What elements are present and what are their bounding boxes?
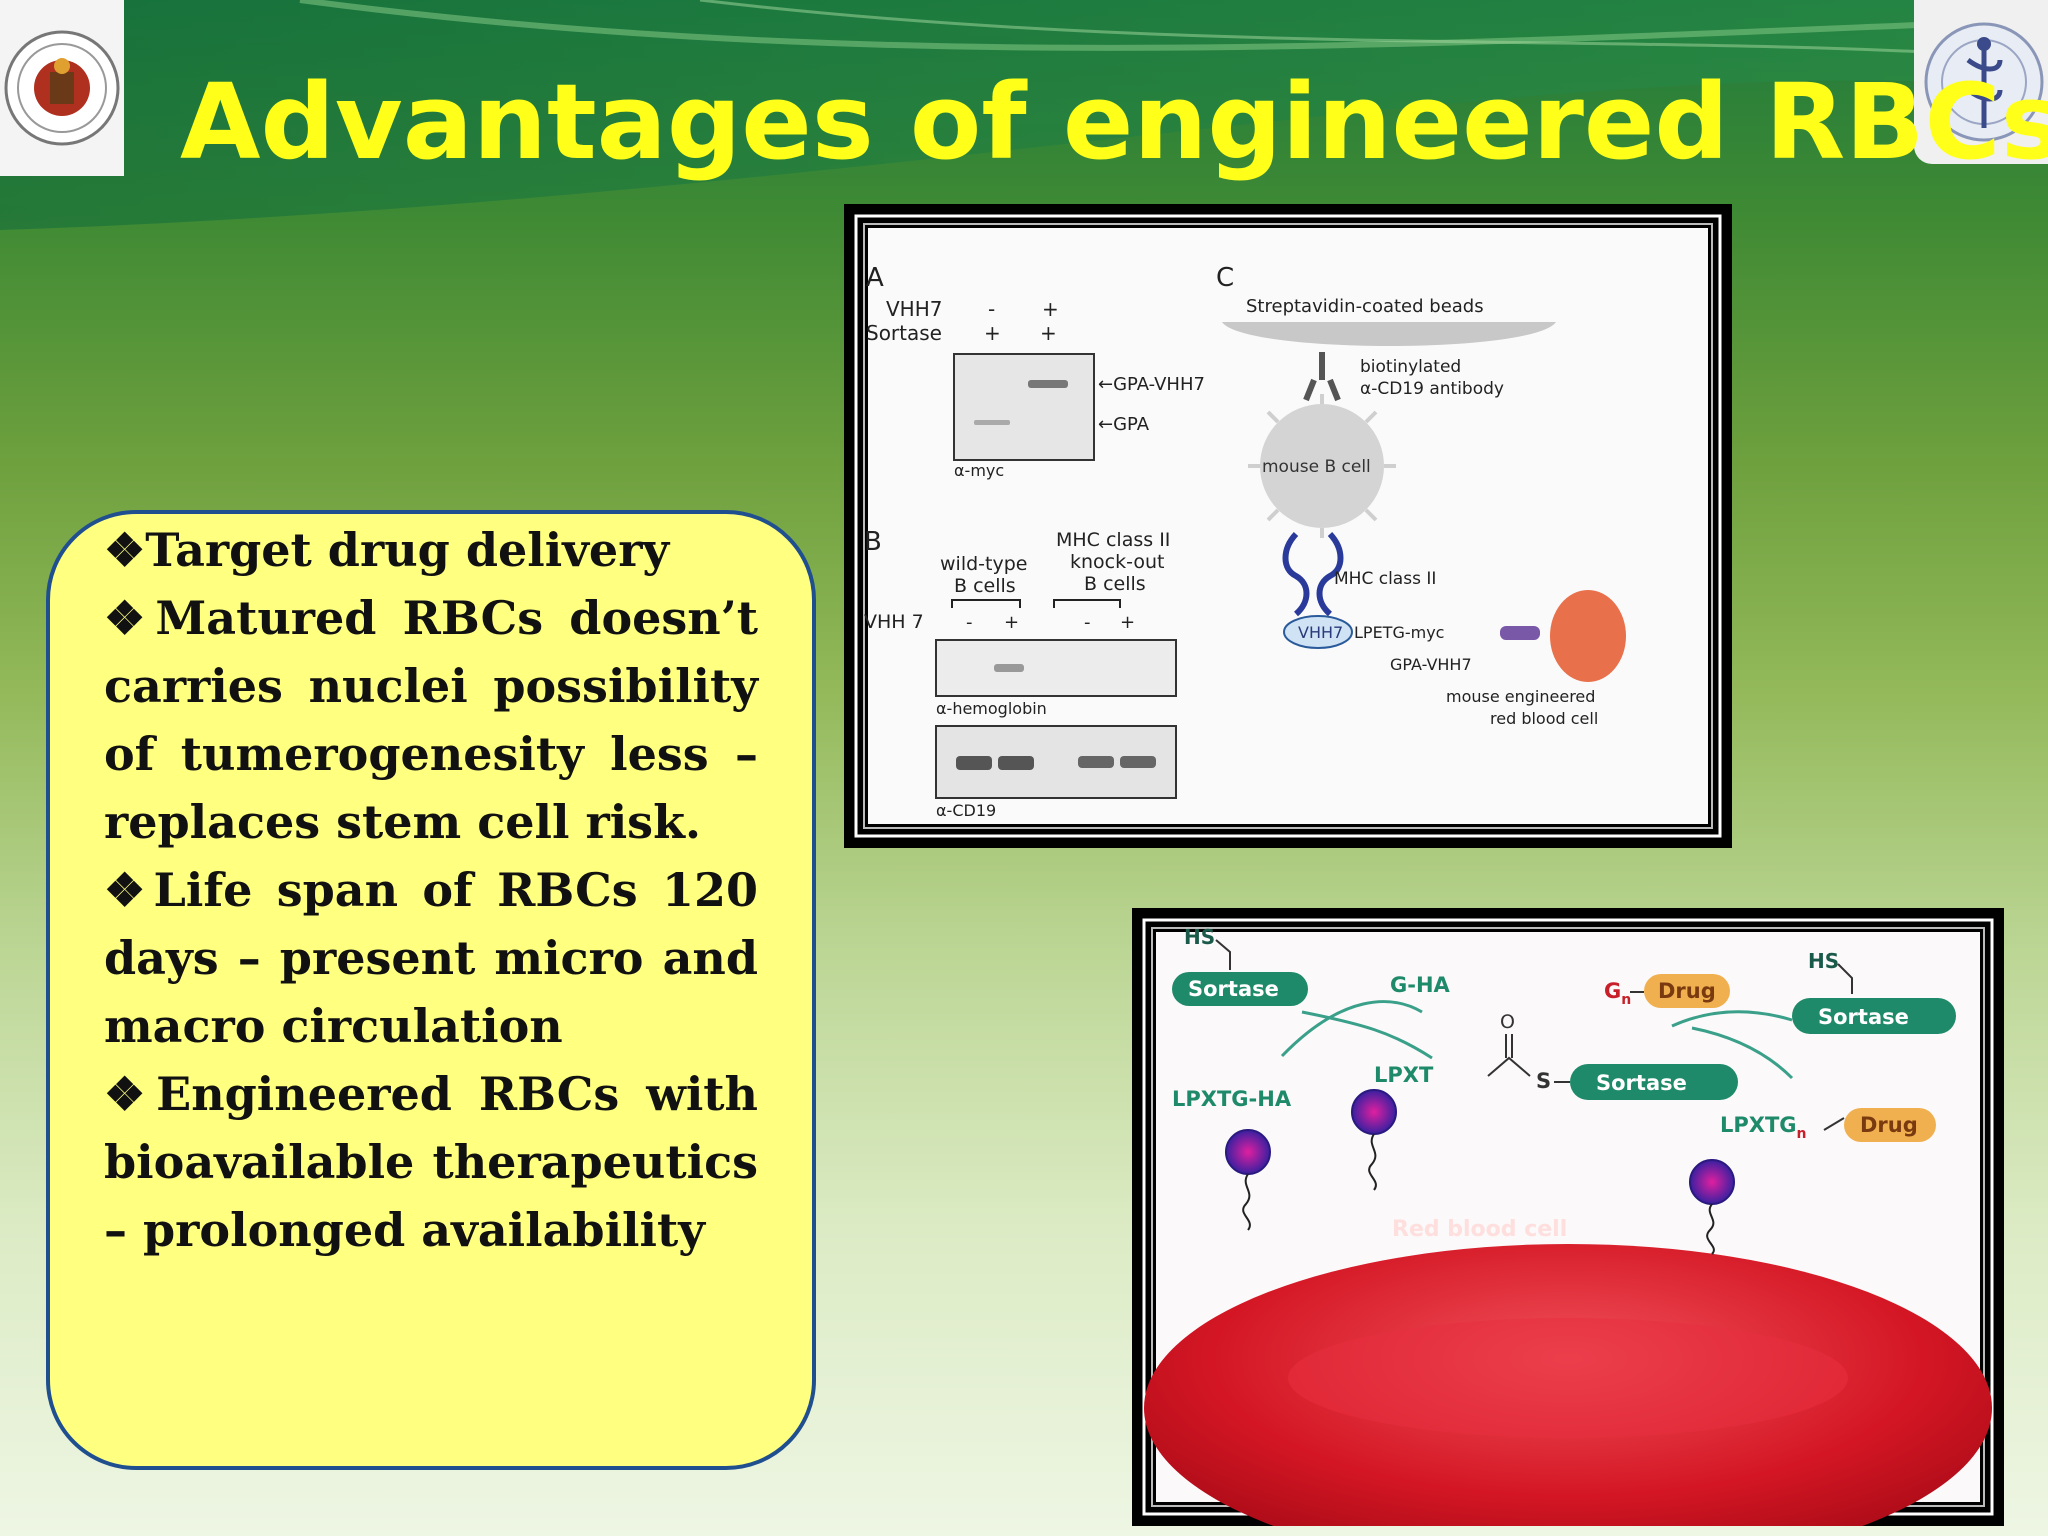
lpxt-label: LPXT	[1374, 1063, 1434, 1087]
group-ko-2: knock-out	[1070, 551, 1164, 573]
bullet-box	[46, 510, 816, 1470]
anchor-protein-icon	[1225, 1129, 1271, 1175]
panel-c-label: C	[1216, 263, 1234, 293]
lpxtg-ha-label: LPXTG-HA	[1172, 1087, 1292, 1111]
group-ko-3: B cells	[1084, 573, 1146, 595]
western-blot-a	[953, 353, 1095, 461]
bullet-item: ❖Life span of RBCs 120 days – present mi…	[104, 863, 758, 1053]
arrow-icon	[1671, 1010, 1793, 1028]
figure-bottom: Red blood cell HS Sortase G-HA Gn Drug H…	[1132, 908, 2004, 1536]
band-label-gpa: ←GPA	[1098, 414, 1150, 435]
sign-mark: -	[1084, 612, 1091, 633]
blot-band	[974, 420, 1010, 425]
antibody-label-1: biotinylated	[1360, 357, 1461, 377]
sign-mark: +	[984, 321, 1001, 345]
bullet-item: ❖Engineered RBCs with bioavailable thera…	[104, 1067, 758, 1257]
hs-left-label: HS	[1184, 925, 1215, 949]
arrow-icon	[1301, 1010, 1433, 1060]
rbc-label-2: red blood cell	[1490, 709, 1598, 728]
arrow-icon	[1691, 1026, 1794, 1080]
b-cell-spikes	[1248, 394, 1396, 538]
mhc-class-ii-icon	[1282, 531, 1344, 617]
b-cell-icon	[1260, 404, 1384, 528]
left-emblem-logo	[0, 0, 124, 176]
figure-top: A VHH7 - + Sortase + + ←GPA-VHH7 ←GPA α-…	[844, 204, 1732, 848]
vhh7-label: VHH7	[1298, 623, 1343, 642]
slide-title: Advantages of engineered RBCs	[180, 61, 2048, 183]
anchor-protein-icon	[1689, 1159, 1735, 1205]
arrow-icon	[1280, 1000, 1423, 1058]
sulfur-atom: S	[1536, 1069, 1551, 1093]
hs-right-label: HS	[1808, 949, 1839, 973]
rbc-label: Red blood cell	[1392, 1217, 1567, 1242]
g-ha-label: G-HA	[1390, 973, 1451, 997]
beads-label: Streptavidin-coated beads	[1246, 296, 1484, 317]
sortase-mid-label: Sortase	[1596, 1071, 1687, 1095]
panel-b-label: B	[864, 527, 882, 557]
drug-top-label: Drug	[1658, 979, 1716, 1003]
figure-top-frame: A VHH7 - + Sortase + + ←GPA-VHH7 ←GPA α-…	[844, 204, 1732, 848]
vhh7-row-label: VHH7	[886, 297, 942, 321]
lpxtgn-label: LPXTGn	[1720, 1113, 1807, 1142]
drug-bottom-label: Drug	[1860, 1113, 1918, 1137]
group-ko: MHC class II	[1056, 529, 1170, 551]
blot-band	[1078, 756, 1114, 768]
vhh7-b-row-label: VHH 7	[864, 611, 924, 633]
sortase-mid-pill	[1570, 1064, 1738, 1100]
vhh7-icon	[1283, 615, 1353, 649]
b-cell-label: mouse B cell	[1262, 457, 1371, 477]
sign-mark: +	[1040, 321, 1057, 345]
sign-mark: +	[1004, 612, 1019, 633]
band-label-gpa-vhh7: ←GPA-VHH7	[1098, 374, 1205, 395]
sortase-right-label: Sortase	[1818, 1005, 1909, 1029]
western-blot-b1	[935, 639, 1177, 697]
mhc-label: MHC class II	[1334, 569, 1436, 589]
blot-band	[956, 756, 992, 770]
sortase-right-pill	[1792, 998, 1956, 1034]
bead-surface	[1222, 322, 1556, 346]
drug-top-pill	[1644, 974, 1730, 1008]
bullet-item: ❖Target drug delivery	[104, 523, 670, 577]
antibody-label-2: α-CD19 antibody	[1360, 379, 1504, 399]
blot-band	[1120, 756, 1156, 768]
gn-label: Gn	[1604, 979, 1631, 1008]
group-wild-type: wild-type	[940, 553, 1027, 575]
group-bracket	[951, 599, 1121, 608]
figure-bottom-frame: Red blood cell HS Sortase G-HA Gn Drug H…	[1132, 908, 2004, 1536]
header-swoosh	[0, 0, 2048, 230]
sortase-row-label: Sortase	[866, 321, 942, 345]
bullet-list: ❖Target drug delivery ❖Matured RBCs does…	[104, 516, 758, 1264]
blot-band	[1028, 380, 1068, 388]
group-wild-type-2: B cells	[954, 575, 1016, 597]
bullet-item: ❖Matured RBCs doesn’t carries nuclei pos…	[104, 591, 758, 849]
blot-label-hemoglobin: α-hemoglobin	[936, 699, 1047, 718]
drug-bottom-pill	[1844, 1108, 1936, 1142]
engineered-rbc-icon	[1550, 590, 1626, 682]
sign-mark: +	[1120, 612, 1135, 633]
antibody-icon	[1303, 352, 1341, 402]
sortase-left-label: Sortase	[1188, 977, 1279, 1001]
right-emblem-logo	[1914, 0, 2048, 164]
sign-mark: -	[966, 612, 973, 633]
construct-label: GPA-VHH7	[1390, 655, 1472, 674]
oxygen-atom: O	[1500, 1011, 1515, 1033]
blot-label-myc: α-myc	[954, 461, 1004, 480]
blot-band	[994, 664, 1024, 672]
sign-mark: -	[988, 297, 995, 321]
sign-mark: +	[1042, 297, 1059, 321]
sortase-left-pill	[1172, 972, 1308, 1006]
rbc-label-1: mouse engineered	[1446, 687, 1595, 706]
linker-label: LPETG-myc	[1354, 623, 1444, 642]
panel-a-label: A	[866, 263, 884, 293]
blot-label-cd19: α-CD19	[936, 801, 996, 820]
gpa-icon	[1500, 626, 1540, 640]
anchor-protein-icon	[1351, 1089, 1397, 1135]
blot-band	[998, 756, 1034, 770]
